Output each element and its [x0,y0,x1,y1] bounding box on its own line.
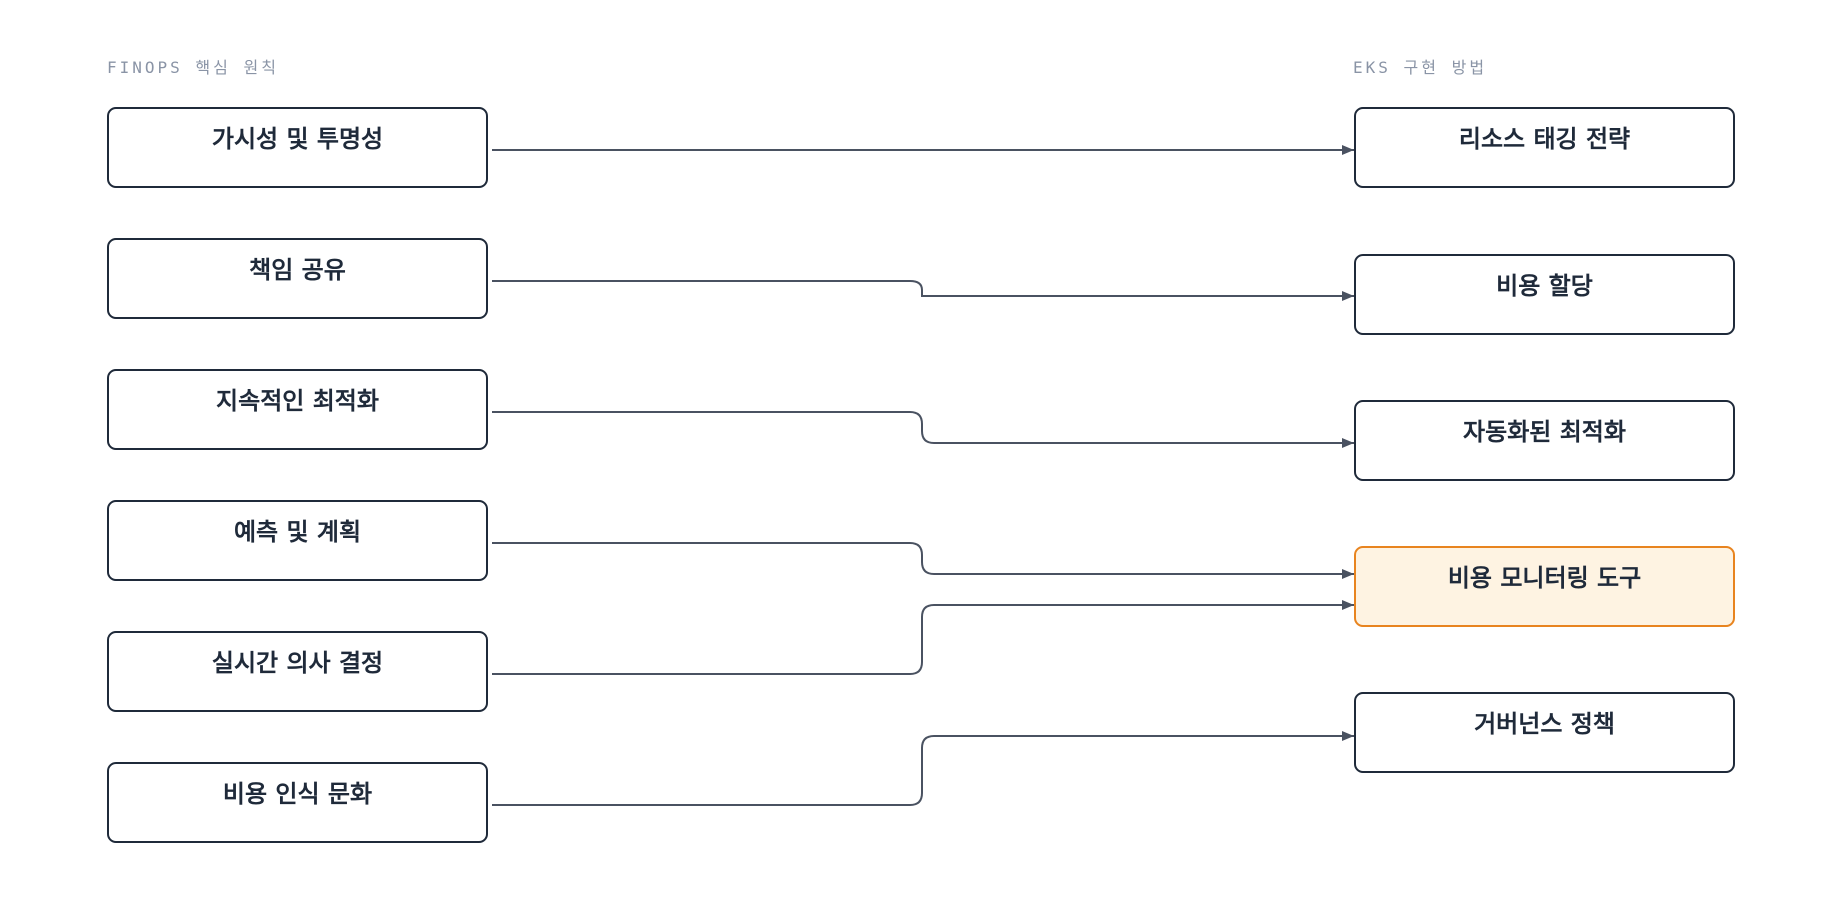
implementation-label: 비용 모니터링 도구 [1447,564,1642,592]
principle-node-shared-responsibility: 책임 공유 [107,238,488,319]
principles-column-heading: FINOPS 핵심 원칙 [107,58,279,77]
implementation-label: 리소스 태깅 전략 [1458,125,1631,153]
principle-node-continuous-optimization: 지속적인 최적화 [107,369,488,450]
principle-node-forecasting: 예측 및 계획 [107,500,488,581]
principle-label: 실시간 의사 결정 [211,649,384,677]
connector-arrow [492,411,1354,448]
implementation-label: 자동화된 최적화 [1463,418,1626,446]
implementation-node-tagging: 리소스 태깅 전략 [1354,107,1735,188]
implementations-column-heading: EKS 구현 방법 [1353,58,1488,77]
connector-arrow [492,731,1354,806]
implementation-node-governance: 거버넌스 정책 [1354,692,1735,773]
principle-node-cost-culture: 비용 인식 문화 [107,762,488,843]
principle-label: 지속적인 최적화 [216,387,379,415]
implementation-node-monitoring-tools: 비용 모니터링 도구 [1354,546,1735,627]
connector-arrow [492,600,1354,675]
implementation-label: 비용 할당 [1496,272,1593,300]
principle-node-realtime-decisions: 실시간 의사 결정 [107,631,488,712]
implementation-node-cost-allocation: 비용 할당 [1354,254,1735,335]
principle-label: 가시성 및 투명성 [211,125,384,153]
principle-label: 예측 및 계획 [233,518,362,546]
connector-arrow [492,542,1354,579]
implementation-node-automated-optimization: 자동화된 최적화 [1354,400,1735,481]
connector-arrow [492,280,1354,301]
implementation-label: 거버넌스 정책 [1474,710,1615,738]
principle-label: 책임 공유 [249,256,346,284]
principle-node-visibility: 가시성 및 투명성 [107,107,488,188]
principle-label: 비용 인식 문화 [222,780,373,808]
